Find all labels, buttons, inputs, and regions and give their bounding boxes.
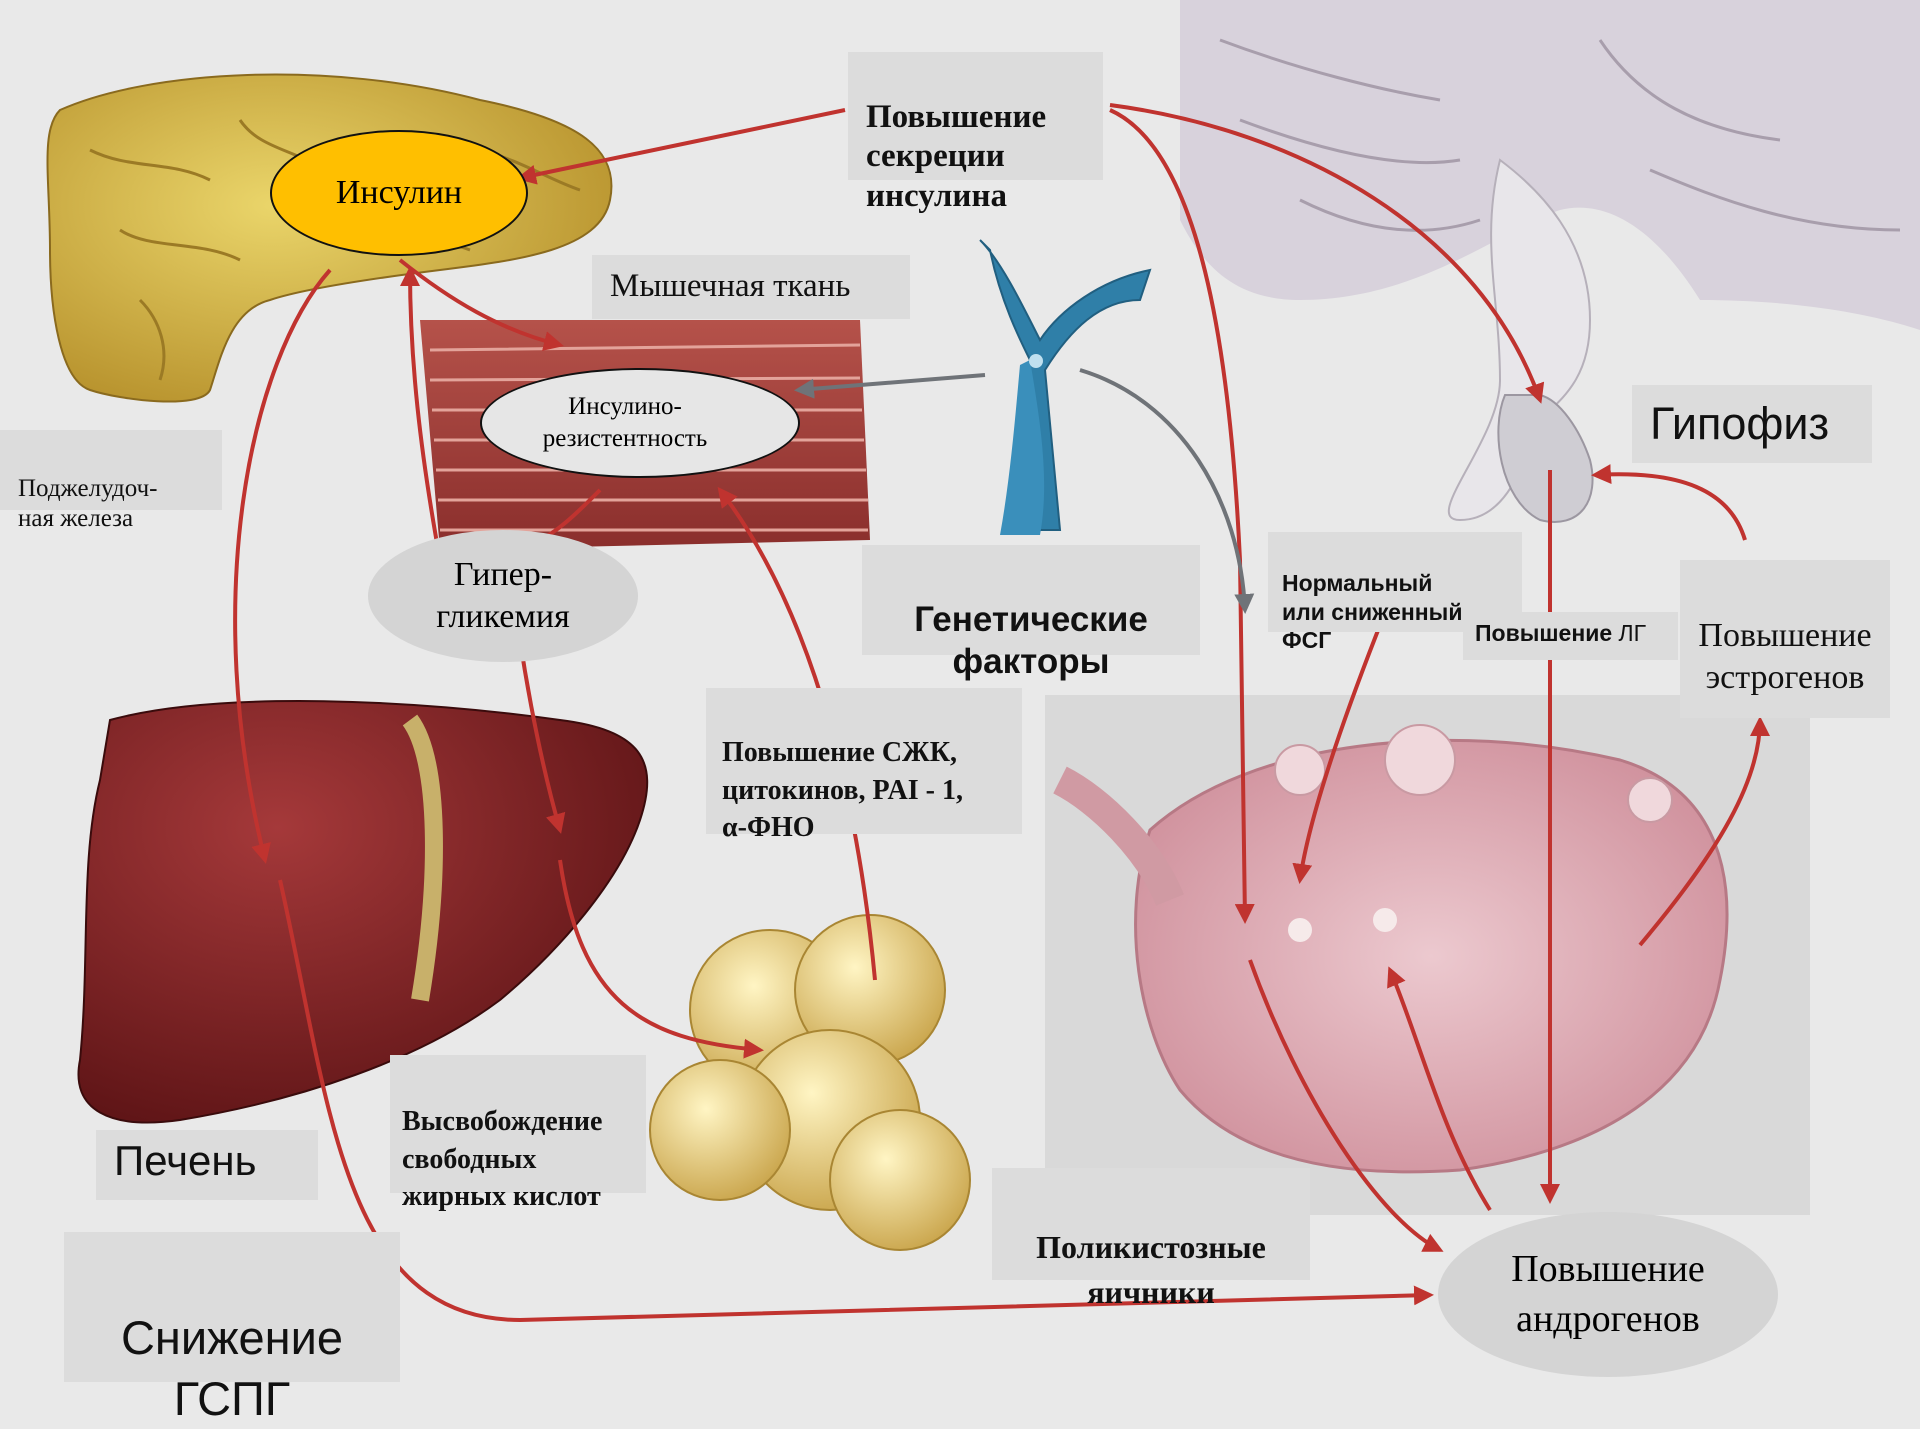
- lh-label: Повышение ЛГ: [1463, 612, 1678, 660]
- genetic-factors-label: Генетические факторы: [862, 545, 1200, 655]
- liver-label: Печень: [96, 1130, 318, 1200]
- pituitary-label: Гипофиз: [1632, 385, 1872, 463]
- insulin-secretion-label: Повышение секреции инсулина: [848, 52, 1103, 180]
- estrogen-label: Повышение эстрогенов: [1680, 560, 1890, 718]
- fat-cells-illustration: [650, 915, 970, 1250]
- androgens-node: Повышение андрогенов: [1438, 1212, 1778, 1377]
- hyperglycemia-node: Гипер- гликемия: [368, 530, 638, 662]
- ffa-cytokines-label: Повышение СЖК, цитокинов, PAI - 1, α-ФНО: [706, 688, 1022, 834]
- pco-label: Поликистозные яичники: [992, 1168, 1310, 1280]
- ovary-illustration: [1045, 695, 1810, 1215]
- muscle-label: Мышечная ткань: [592, 255, 910, 319]
- insulin-node: Инсулин: [270, 130, 528, 256]
- pancreas-label: Поджелудоч- ная железа: [0, 430, 222, 510]
- insulin-resistance-node: Инсулино- резистентность: [480, 368, 800, 478]
- shbg-label: Снижение ГСПГ: [64, 1232, 400, 1382]
- ffa-release-label: Высвобождение свободных жирных кислот: [390, 1055, 646, 1193]
